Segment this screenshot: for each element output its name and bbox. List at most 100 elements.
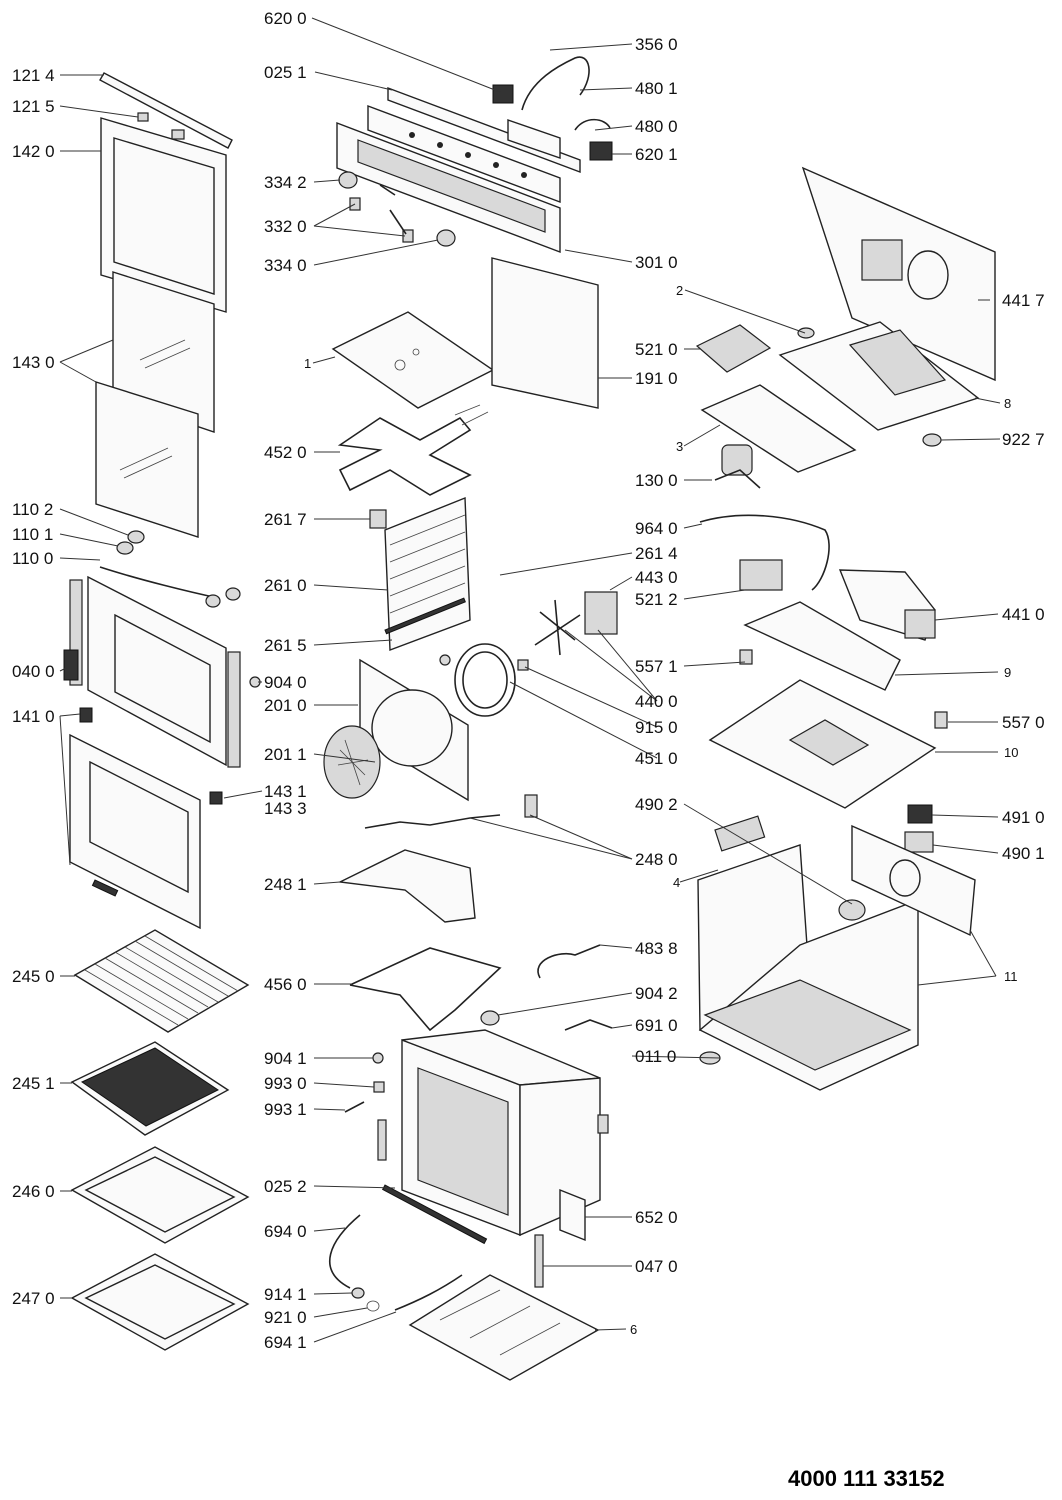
control-panel-part (336, 86, 581, 254)
label-11: 11 (1004, 969, 1018, 984)
label-694-0: 694 0 (264, 1222, 307, 1241)
label-451-0: 451 0 (635, 749, 678, 768)
electronics-board-part (695, 324, 857, 489)
fan-motor-part (439, 591, 618, 717)
top-plate-part (708, 679, 937, 809)
label-143-3: 143 3 (264, 799, 307, 818)
label-261-0: 261 0 (264, 576, 307, 595)
label-248-0: 248 0 (635, 850, 678, 869)
label-4: 4 (673, 875, 680, 890)
cables-part (480, 944, 613, 1031)
label-915-0: 915 0 (635, 718, 678, 737)
label-245-1: 245 1 (12, 1074, 55, 1093)
label-1: 1 (304, 356, 311, 371)
label-143-0: 143 0 (12, 353, 55, 372)
label-301-0: 301 0 (635, 253, 678, 272)
label-3: 3 (676, 439, 683, 454)
label-10: 10 (1004, 745, 1018, 760)
oven-cavity-part (344, 1029, 609, 1245)
label-143-1: 143 1 (264, 782, 307, 801)
label-332-0: 332 0 (264, 217, 307, 236)
document-number: 4000 111 33152 (788, 1466, 945, 1491)
label-025-1: 025 1 (264, 63, 307, 82)
leader-lines (59, 17, 1001, 1343)
label-047-0: 047 0 (635, 1257, 678, 1276)
label-691-0: 691 0 (635, 1016, 678, 1035)
label-247-0: 247 0 (12, 1289, 55, 1308)
label-441-7: 441 7 (1002, 291, 1045, 310)
label-356-0: 356 0 (635, 35, 678, 54)
door-top-trim-part (99, 72, 233, 149)
fan-cover-part (323, 658, 469, 802)
label-191-0: 191 0 (635, 369, 678, 388)
label-025-2: 025 2 (264, 1177, 307, 1196)
label-110-1: 110 1 (12, 525, 53, 544)
label-491-0: 491 0 (1002, 808, 1045, 827)
door-glass-frame-part (100, 117, 227, 313)
label-334-2: 334 2 (264, 173, 307, 192)
label-110-0: 110 0 (12, 549, 53, 568)
top-heater-part (337, 404, 489, 496)
oven-racks-trays-part (70, 929, 250, 1351)
label-201-1: 201 1 (264, 745, 307, 764)
side-racks-part (369, 496, 471, 651)
bottom-components-part (329, 1188, 600, 1381)
label-2: 2 (676, 283, 683, 298)
label-441-0: 441 0 (1002, 605, 1045, 624)
label-261-4: 261 4 (635, 544, 678, 563)
label-964-0: 964 0 (635, 519, 678, 538)
label-921-0: 921 0 (264, 1308, 307, 1327)
label-201-0: 201 0 (264, 696, 307, 715)
label-141-0: 141 0 (12, 707, 55, 726)
label-904-2: 904 2 (635, 984, 678, 1003)
inner-glass-pane-part (95, 271, 215, 538)
label-121-4: 121 4 (12, 66, 55, 85)
label-443-0: 443 0 (635, 568, 678, 587)
label-490-1: 490 1 (1002, 844, 1045, 863)
door-outer-panel-part (63, 575, 261, 930)
label-521-2: 521 2 (635, 590, 678, 609)
label-557-0: 557 0 (1002, 713, 1045, 732)
label-334-0: 334 0 (264, 256, 307, 275)
label-456-0: 456 0 (264, 975, 307, 994)
label-620-0: 620 0 (264, 9, 307, 28)
label-480-0: 480 0 (635, 117, 678, 136)
bottom-heater-part (349, 947, 502, 1032)
label-914-1: 914 1 (264, 1285, 307, 1304)
cooling-fan-part (699, 514, 948, 729)
label-142-0: 142 0 (12, 142, 55, 161)
label-011-0: 011 0 (635, 1047, 676, 1066)
label-652-0: 652 0 (635, 1208, 678, 1227)
label-6: 6 (630, 1322, 637, 1337)
label-480-1: 480 1 (635, 79, 678, 98)
outer-casing-part (697, 804, 976, 1091)
label-483-8: 483 8 (635, 939, 678, 958)
label-694-1: 694 1 (264, 1333, 307, 1352)
sensor-insulation-part (337, 794, 538, 923)
insulation-gasket-part (331, 257, 599, 409)
label-904-1: 904 1 (264, 1049, 307, 1068)
label-993-1: 993 1 (264, 1100, 307, 1119)
label-261-5: 261 5 (264, 636, 307, 655)
label-904-0: 904 0 (264, 673, 307, 692)
label-245-0: 245 0 (12, 967, 55, 986)
parts-artwork (63, 56, 996, 1381)
label-040-0: 040 0 (12, 662, 55, 681)
back-panel-part (778, 166, 996, 447)
door-handle-part (99, 530, 241, 608)
label-8: 8 (1004, 396, 1011, 411)
label-121-5: 121 5 (12, 97, 55, 116)
electronics-part (492, 56, 613, 161)
label-557-1: 557 1 (635, 657, 678, 676)
label-9: 9 (1004, 665, 1011, 680)
label-246-0: 246 0 (12, 1182, 55, 1201)
label-521-0: 521 0 (635, 340, 678, 359)
label-261-7: 261 7 (264, 510, 307, 529)
label-440-0: 440 0 (635, 692, 678, 711)
label-110-2: 110 2 (12, 500, 53, 519)
label-993-0: 993 0 (264, 1074, 307, 1093)
label-490-2: 490 2 (635, 795, 678, 814)
label-248-1: 248 1 (264, 875, 307, 894)
